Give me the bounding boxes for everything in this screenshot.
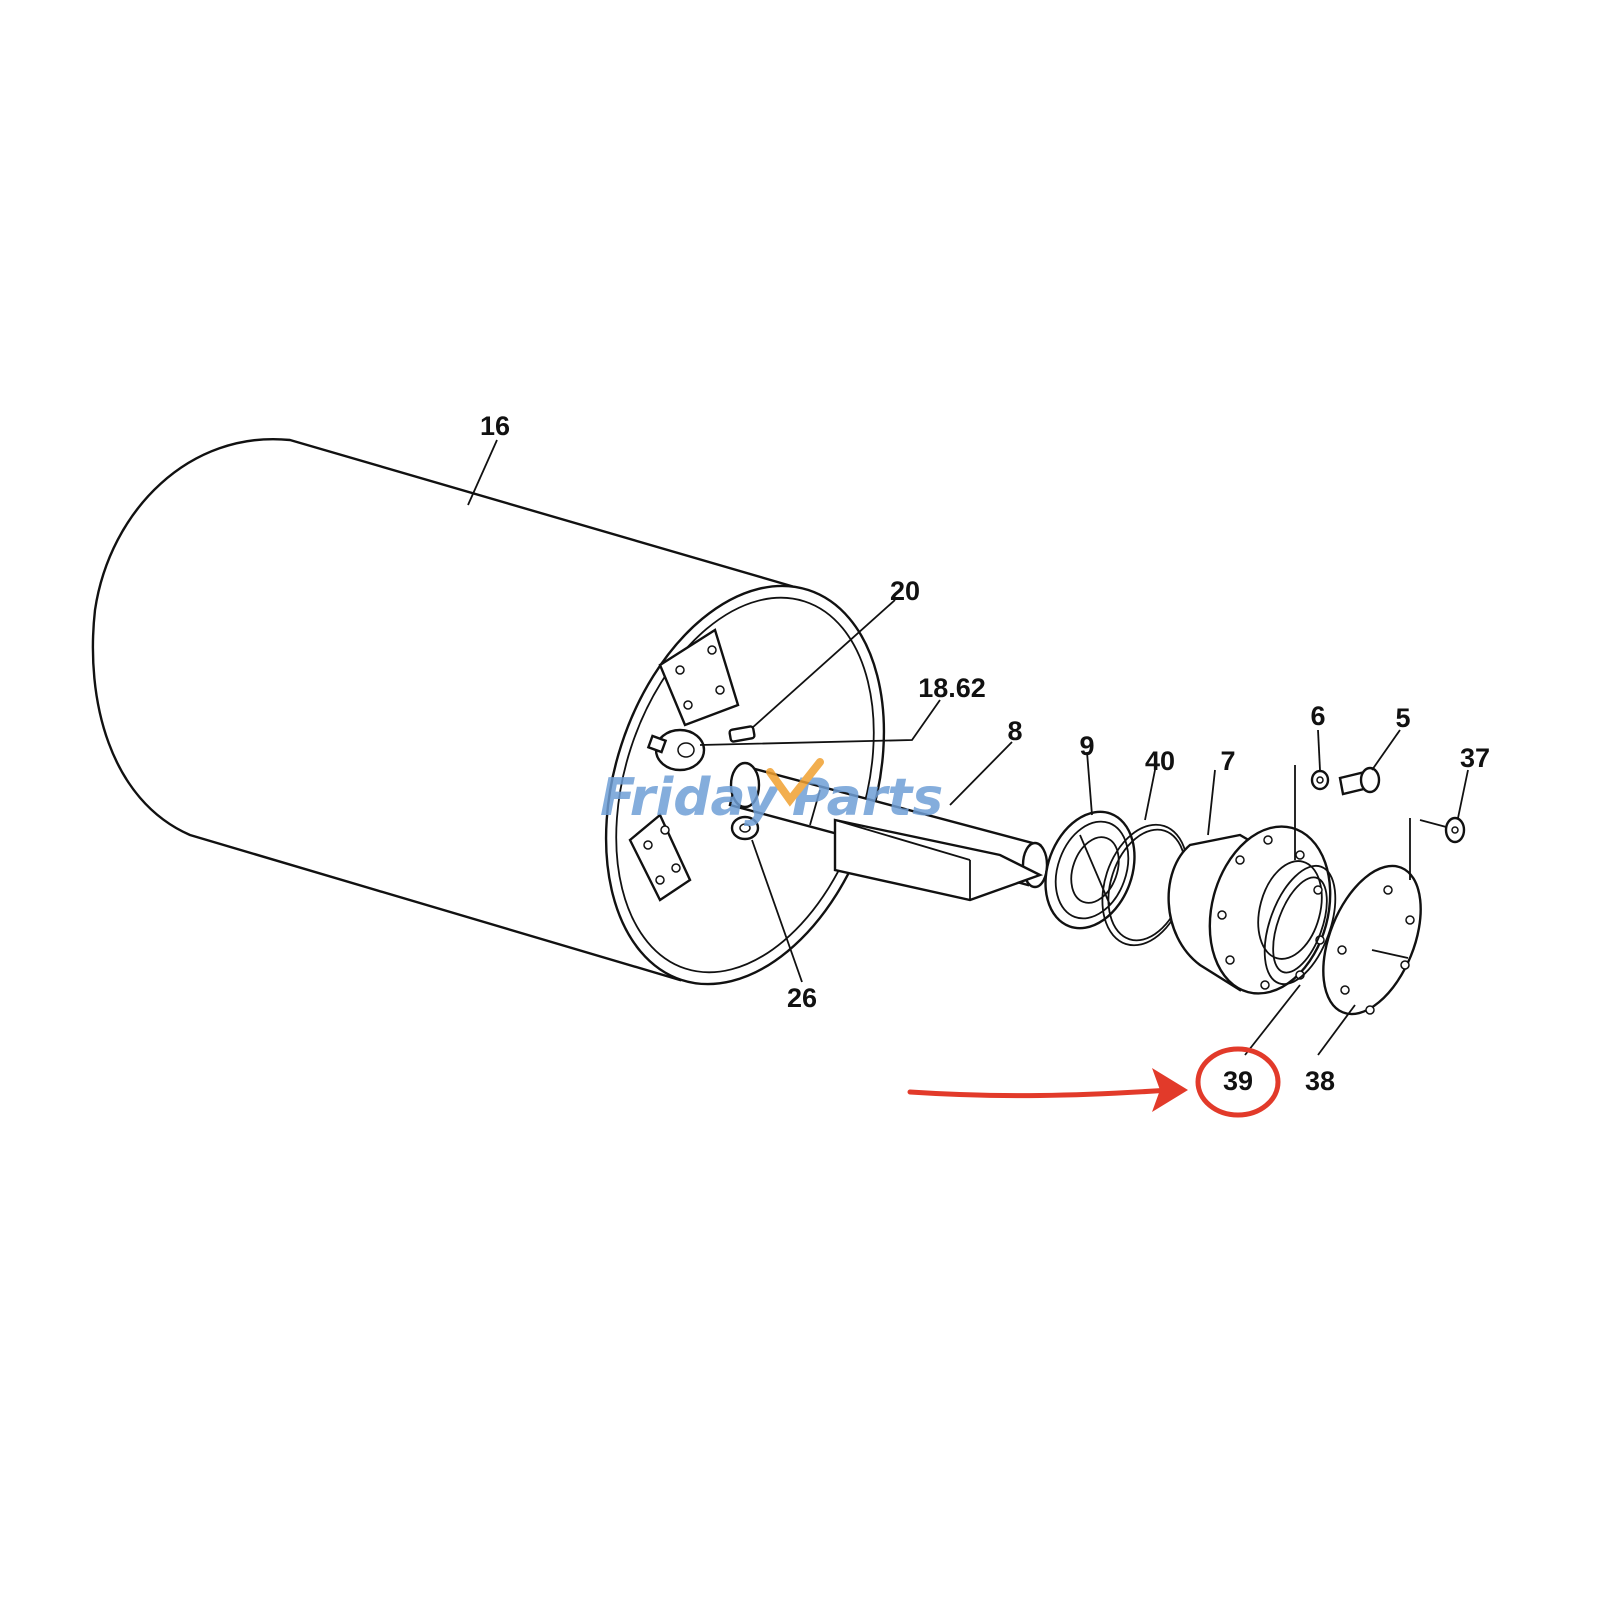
highlight-arrow [907, 1087, 1173, 1099]
bearing-part-9 [1044, 810, 1136, 930]
label-26: 26 [787, 983, 817, 1013]
watermark-part2: Parts [792, 768, 943, 828]
shaft-part-8 [728, 761, 1049, 902]
label-16: 16 [480, 411, 510, 441]
label-38: 38 [1305, 1066, 1335, 1096]
label-5: 5 [1395, 703, 1410, 733]
label-40: 40 [1145, 746, 1175, 776]
highlight-annotation [907, 1046, 1281, 1118]
label-39: 39 [1223, 1066, 1253, 1096]
highlight-circle [1195, 1046, 1281, 1118]
cover-plate-part-38 [1322, 864, 1422, 1016]
watermark-part1: Friday [600, 768, 780, 828]
washer-part-6 [1310, 769, 1330, 791]
part-labels: 16 20 18.62 8 9 40 7 6 5 37 26 39 38 [480, 411, 1490, 1096]
label-9: 9 [1079, 731, 1094, 761]
watermark-accent-icon [766, 758, 824, 807]
label-18-62: 18.62 [918, 673, 986, 703]
label-7: 7 [1220, 746, 1235, 776]
screw-part-37 [1419, 816, 1466, 844]
bolt-part-5 [1338, 766, 1381, 796]
highlight-arrow-head [1152, 1068, 1188, 1112]
label-37: 37 [1460, 743, 1490, 773]
label-8: 8 [1007, 716, 1022, 746]
housing-part-7 [1167, 825, 1332, 995]
drum-part-16 [91, 437, 886, 986]
label-20: 20 [890, 576, 920, 606]
label-6: 6 [1310, 701, 1325, 731]
leader-lines [467, 439, 1469, 1056]
